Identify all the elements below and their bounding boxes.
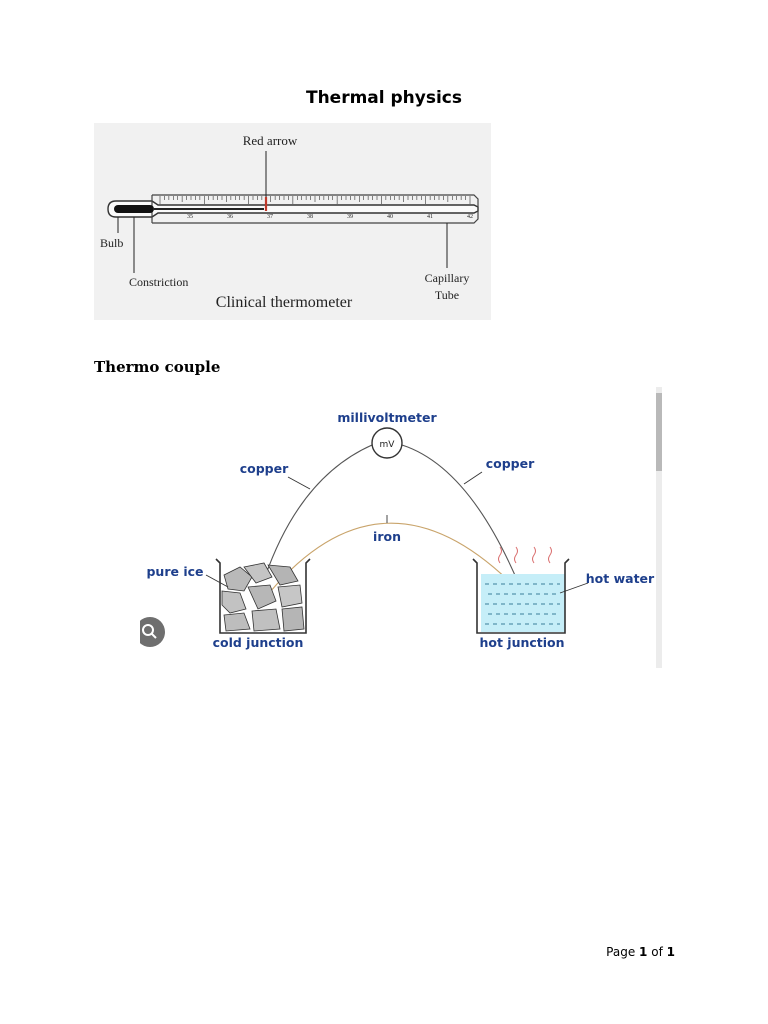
millivoltmeter-dial [371,427,403,459]
page-footer: Page 1 of 1 [606,945,675,959]
label-red-arrow: Red arrow [243,133,298,148]
label-millivoltmeter: millivoltmeter [337,410,437,425]
scale-number: 37 [267,214,273,220]
label-pure-ice: pure ice [146,564,203,579]
footer-total-pages: 1 [666,945,675,959]
page-title: Thermal physics [305,88,463,108]
lens-search-icon[interactable] [140,617,165,647]
section-heading: Thermo couple [94,358,221,376]
label-hot-junction: hot junction [479,635,564,650]
thermometer-diagram: 35 36 37 38 39 40 41 42 Red arrow Bulb Constric… [100,133,479,311]
scale-number: 36 [227,214,233,220]
iron-wire [269,522,516,593]
thermometer-caption: Clinical thermometer [216,294,353,311]
footer-page-word: Page [606,945,636,959]
label-copper-right: copper [486,456,535,471]
scale-number: 39 [347,214,353,220]
footer-of-word: of [651,945,663,959]
label-capillary-line1: Capillary [425,271,470,285]
bulb-mercury [114,205,154,213]
thermocouple-figure: mV [140,387,664,668]
hot-water-beaker [472,546,570,634]
label-constriction: Constriction [129,275,188,289]
meter-unit: mV [380,440,396,450]
thermocouple-diagram: mV [140,387,662,668]
label-cold-junction: cold junction [213,635,304,650]
copper-wire-left [264,444,373,578]
copper-wire-right [401,444,521,588]
label-bulb: Bulb [100,236,123,250]
clinical-thermometer-figure: 35 36 37 38 39 40 41 42 Red arrow Bulb Constric… [94,123,491,320]
label-capillary-line2: Tube [435,288,459,302]
scale-ticks [159,196,471,204]
scale-number: 42 [467,214,473,220]
footer-current-page: 1 [639,945,648,959]
scale-number: 40 [387,214,393,220]
label-iron: iron [373,529,401,544]
label-hot-water: hot water [586,571,655,586]
steam-lines [498,546,552,564]
scale-number: 41 [427,214,433,220]
scale-number: 35 [187,214,193,220]
scale-number: 38 [307,214,313,220]
label-copper-left: copper [240,461,289,476]
ice-beaker [215,558,311,634]
